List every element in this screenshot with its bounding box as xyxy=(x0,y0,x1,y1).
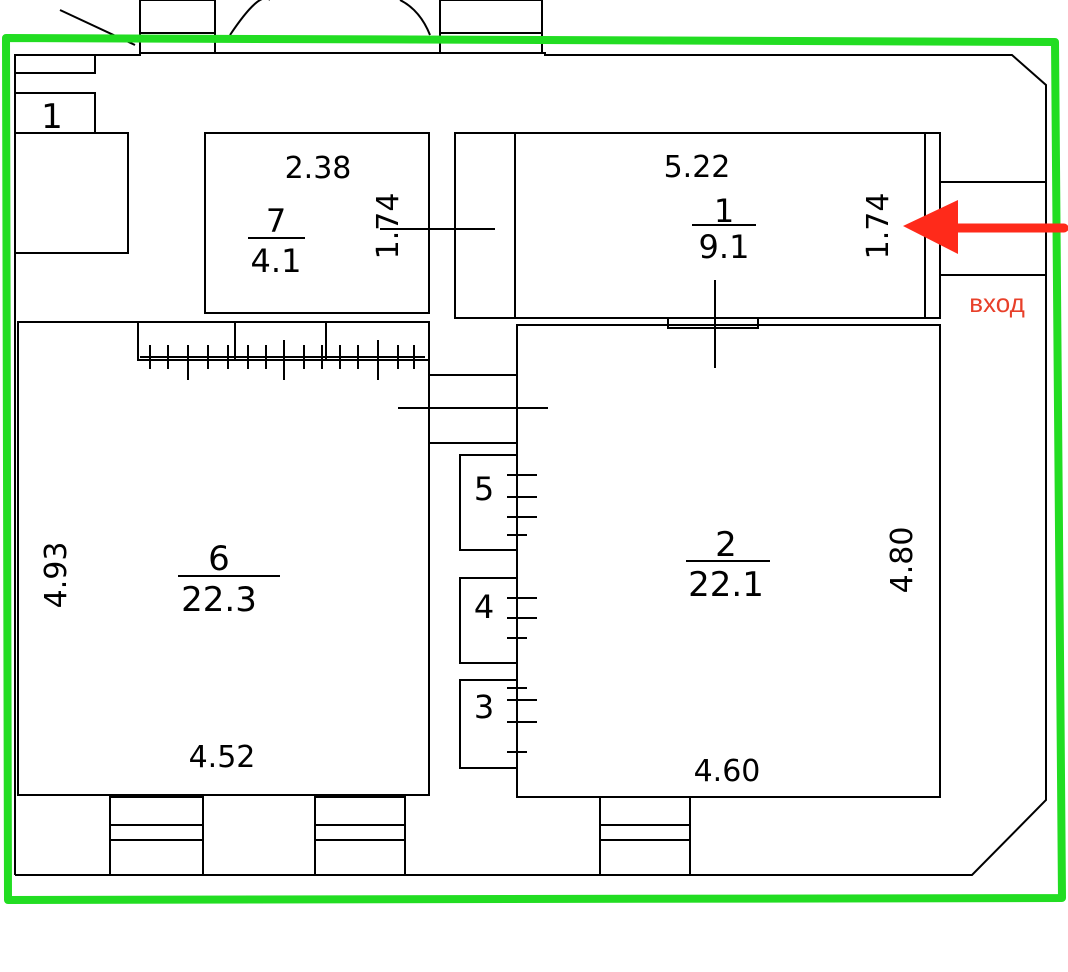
tick-marks xyxy=(507,474,537,753)
window-bottom-1 xyxy=(109,796,204,876)
arrow-left-icon xyxy=(903,200,1068,254)
top-window-right xyxy=(439,0,543,54)
stair-block xyxy=(14,132,129,254)
room-6-length: 4.93 xyxy=(39,542,74,609)
door-arc-top xyxy=(229,0,431,36)
window-bottom-3 xyxy=(599,796,691,876)
room-2-width: 4.60 xyxy=(694,754,761,789)
room-2-area: 22.1 xyxy=(688,565,764,605)
room-labels: 1 2.38 7 4.1 1.74 5.22 1 9.1 1.74 6 22.3… xyxy=(39,97,920,789)
room-2-length: 4.80 xyxy=(885,527,920,594)
stair-step xyxy=(14,54,96,74)
room-7-walls xyxy=(204,132,430,314)
room-1-width: 5.22 xyxy=(664,150,731,185)
room-7-width: 2.38 xyxy=(285,151,352,186)
room-7-number: 7 xyxy=(266,202,286,240)
window-bottom-2 xyxy=(314,796,406,876)
entrance-label: вход xyxy=(969,288,1025,318)
walls xyxy=(14,0,1047,876)
room-7-area: 4.1 xyxy=(251,242,302,280)
room-3-number: 3 xyxy=(474,688,494,726)
room-4-number: 4 xyxy=(474,588,494,626)
room-1-length: 1.74 xyxy=(861,193,896,260)
room-6-area: 22.3 xyxy=(181,580,257,620)
room-1-number: 1 xyxy=(714,192,734,230)
room-1-area: 9.1 xyxy=(699,228,750,266)
room-2-door-frame xyxy=(667,317,759,329)
outer-wall-top xyxy=(15,52,1047,182)
room-6-number: 6 xyxy=(208,539,230,579)
room-2-number: 2 xyxy=(715,525,737,565)
closet-6a xyxy=(137,321,236,361)
apartment-boundary xyxy=(2,34,1066,904)
corridor-wall xyxy=(454,132,516,319)
tick-marks xyxy=(149,340,415,380)
room-5-number: 5 xyxy=(474,470,494,508)
top-window-left xyxy=(139,0,216,54)
outer-wall-right xyxy=(15,275,1047,876)
room-7-length: 1.74 xyxy=(371,193,406,260)
stair-number: 1 xyxy=(41,97,63,137)
room-6-width: 4.52 xyxy=(189,740,256,775)
